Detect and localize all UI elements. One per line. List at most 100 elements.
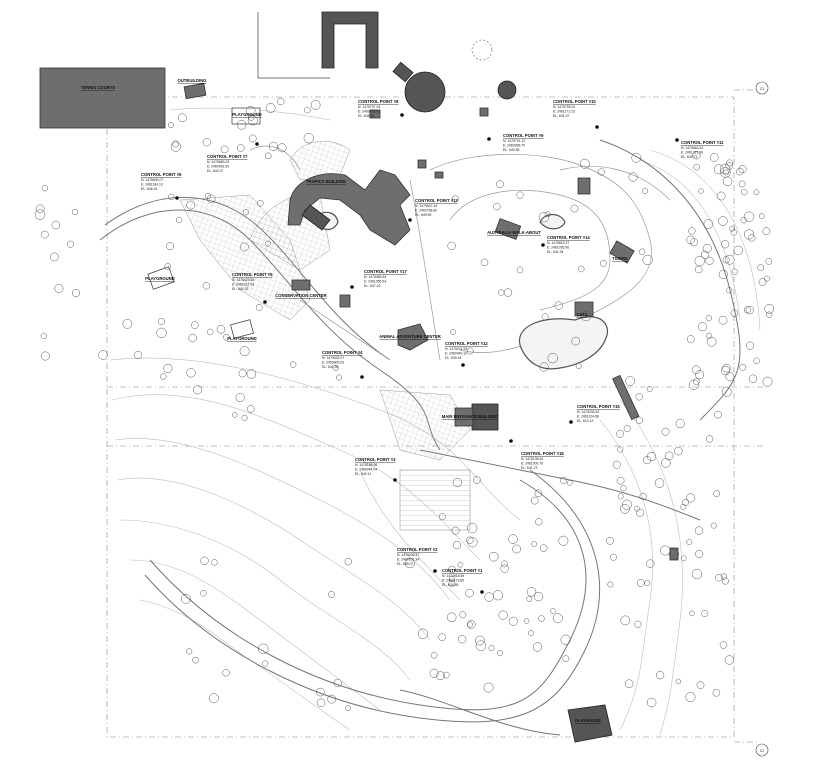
tree-icon [696,681,705,689]
tree-icon [51,220,61,230]
tree-icon [725,372,735,382]
control-point-2[interactable]: CONTROL POINT #2 N: 1475036.27 E: 246010… [397,547,438,573]
cp8-elevation: EL: 645.32 [358,114,375,118]
tree-icon [438,633,447,642]
cp5-elevation: EL: 644.15 [232,287,249,291]
control-point-15[interactable]: CONTROL POINT #15 N: 1475235.52 E: 24611… [569,404,620,424]
tree-icon [731,268,738,275]
cp7-label: CONTROL POINT #7 [207,154,248,159]
cp5-marker [263,300,267,304]
tree-icon [208,693,219,704]
control-point-6[interactable]: CONTROL POINT #6 N: 1475600.07 E: 246118… [141,172,182,200]
tree-icon [168,193,175,201]
label-conservation: CONSERVATION CENTER [275,293,326,298]
tree-icon [716,191,726,201]
control-point-17[interactable]: CONTROL POINT #17 N: 1475480.64 E: 24610… [350,269,407,289]
cp12-label: CONTROL POINT #12 [445,341,488,346]
tree-icon [743,211,755,222]
tree-icon [204,192,212,199]
sheet-marker-bottom[interactable]: C2 [755,743,769,757]
pond [518,316,609,370]
tree-icon [660,545,671,556]
tree-icon [688,379,700,390]
tree-icon [451,195,459,203]
tree-icon [552,613,563,624]
tree-icon [508,616,518,626]
tree-icon [255,304,263,311]
tree-icon [40,230,49,239]
tree-icon [539,362,549,372]
contour-lines [109,107,761,736]
control-point-12[interactable]: CONTROL POINT #12 N: 1475241.93 E: 24609… [445,341,488,367]
control-point-13[interactable]: CONTROL POINT #13 N: 1475547.43 E: 24607… [408,198,458,222]
tree-icon [646,559,655,568]
tree-icon [641,187,648,194]
control-point-11[interactable]: CONTROL POINT #11 N: 1475663.42 E: 24613… [675,138,724,159]
tree-icon [722,363,731,373]
tree-icon [620,485,627,492]
control-point-3[interactable]: CONTROL POINT #3 N: 1475185.98 E: 246004… [355,457,397,482]
tree-icon [241,414,248,421]
tree-icon [713,490,720,498]
tree-icon [688,227,696,235]
control-points: CONTROL POINT #1 N: 1474918.69 E: 246017… [141,99,724,594]
sheet-marker-top[interactable]: C1 [755,81,769,95]
cp1-label: CONTROL POINT #1 [442,568,483,573]
tree-icon [753,357,760,364]
tree-icon [277,143,287,153]
control-point-7[interactable]: CONTROL POINT #7 N: 1475683.33 E: 246046… [207,142,259,173]
cp17-east: E: 2461055.94 [364,280,386,284]
tree-icon [436,671,445,681]
tropics-annex [301,204,331,231]
tree-icon [496,650,503,657]
tree-icon [523,618,530,624]
tree-icon [186,648,193,655]
cp8-label: CONTROL POINT #8 [358,99,399,104]
tree-icon [680,555,687,562]
cp6-north: N: 1475600.07 [141,178,163,182]
cp11-north: N: 1475663.42 [681,146,703,150]
tree-icon [748,234,756,242]
cp14-label: CONTROL POINT #14 [547,235,590,240]
tree-icon [664,451,674,461]
cp9-east: E: 2460999.79 [503,144,525,148]
control-point-14[interactable]: CONTROL POINT #14 N: 1475515.37 E: 24610… [541,235,590,254]
cp1-marker [480,590,484,594]
tree-icon [316,687,325,697]
tree-icon [538,212,550,223]
tree-icon [186,368,196,378]
cp6-label: CONTROL POINT #6 [141,172,182,177]
tree-icon [457,561,464,568]
tree-icon [643,456,652,465]
tree-icon [530,496,539,505]
cp6-east: E: 2461184.10 [141,183,163,187]
tree-icon [429,668,439,678]
cp3-elevation: EL: 640.11 [355,472,371,476]
tree-icon [175,216,183,224]
control-point-8[interactable]: CONTROL POINT #8 N: 1475797.03 E: 246072… [358,99,404,118]
tree-icon [247,114,255,121]
tree-icon [694,265,703,274]
tree-icon [762,227,771,236]
cp17-marker [350,285,354,289]
control-point-5[interactable]: CONTROL POINT #5 N: 1475429.64 E: 246031… [232,272,273,304]
control-point-1[interactable]: CONTROL POINT #1 N: 1474918.69 E: 246017… [442,568,484,594]
tree-icon [617,446,624,453]
tree-icon [193,385,203,395]
control-point-9[interactable]: CONTROL POINT #9 N: 1475701.12 E: 246099… [487,133,544,152]
tree-icon [644,580,651,587]
tree-icon [740,188,748,196]
cp2-label: CONTROL POINT #2 [397,547,438,552]
tree-icon [726,287,733,294]
tree-icon [558,535,569,546]
tree-icon [404,558,415,569]
control-point-16[interactable]: CONTROL POINT #16 N: 1475135.64 E: 24610… [509,439,564,470]
control-point-10[interactable]: CONTROL POINT #10 N: 1475793.01 E: 24611… [553,99,599,129]
label-playground-w: PLAYGROUND [145,276,174,281]
tree-icon [475,640,487,651]
control-point-4[interactable]: CONTROL POINT #4 N: 1475332.07 E: 245980… [322,350,364,379]
tree-icon [634,620,642,628]
tree-icon [633,505,640,512]
trees [34,97,775,711]
tree-icon [67,240,74,248]
